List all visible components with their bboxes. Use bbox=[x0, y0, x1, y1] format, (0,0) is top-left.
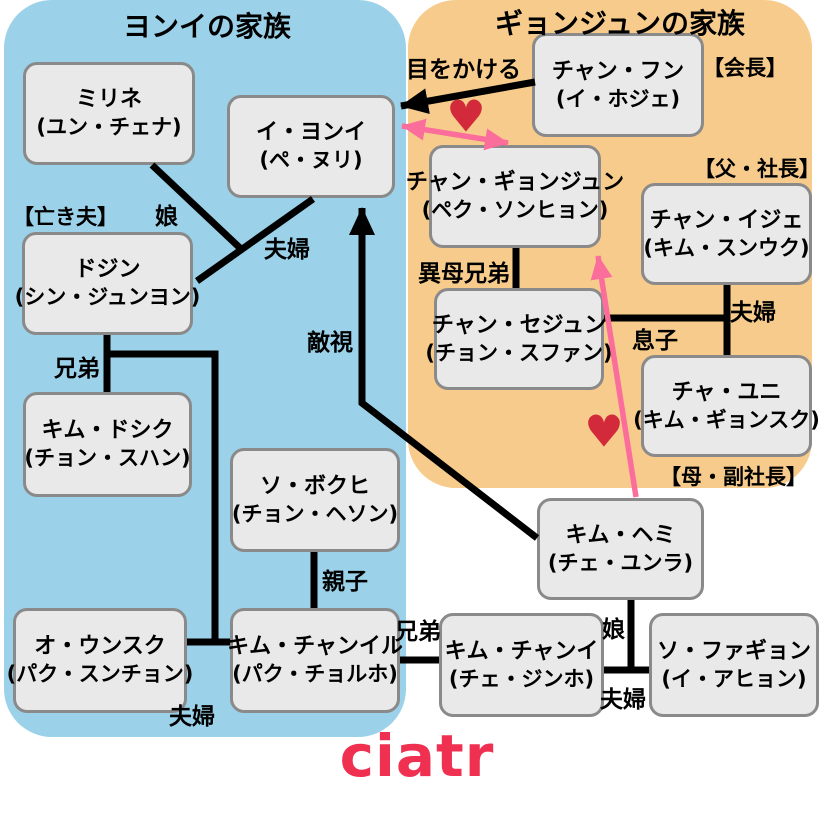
tag-deceased-husband: 【亡き夫】 bbox=[13, 205, 118, 229]
person-actor-hemi: (チェ・ユンラ) bbox=[547, 550, 694, 575]
label-daughter-mirine: 娘 bbox=[155, 204, 178, 230]
person-actor-yeoni: (ペ・ヌリ) bbox=[259, 148, 363, 173]
person-box-ije: チャン・イジェ(キム・スンウク) bbox=[641, 183, 812, 285]
label-couple-ije-yuni: 夫婦 bbox=[730, 300, 776, 326]
label-daughter-hemi: 娘 bbox=[602, 617, 625, 643]
label-brothers-changil: 兄弟 bbox=[395, 619, 441, 645]
person-actor-bokhi: (チョン・ヘソン) bbox=[231, 501, 399, 526]
family-title-yeoni: ヨンイの家族 bbox=[122, 10, 292, 43]
person-actor-dosik: (チョン・スハン) bbox=[24, 446, 191, 471]
person-actor-changi: (チェ・ジンホ) bbox=[448, 666, 595, 691]
person-name-fagyon: ソ・ファギョン bbox=[656, 638, 811, 664]
person-actor-mirine: (ユン・チェナ) bbox=[36, 115, 182, 140]
person-name-changi: キム・チャンイ bbox=[444, 638, 599, 664]
person-box-dosik: キム・ドシク(チョン・スハン) bbox=[23, 392, 192, 497]
person-name-yeoni: イ・ヨンイ bbox=[255, 120, 366, 146]
label-favor: 目をかける bbox=[406, 57, 521, 83]
label-couple-dojin-yeoni: 夫婦 bbox=[264, 237, 310, 263]
label-couple-unsuk-changil: 夫婦 bbox=[169, 704, 215, 730]
person-actor-gyeongjun: (ペク・ソンヒョン) bbox=[421, 198, 609, 223]
person-actor-yuni: (キム・ギョンスク) bbox=[633, 407, 820, 432]
person-actor-dojin: (シン・ジュンヨン) bbox=[14, 285, 201, 310]
label-parent-child: 親子 bbox=[322, 569, 368, 595]
person-box-yuni: チャ・ユニ(キム・ギョンスク) bbox=[633, 355, 820, 457]
person-actor-chan-hun: (イ・ホジェ) bbox=[555, 86, 681, 111]
person-box-gyeongjun: チャン・ギョンジュン(ペク・ソンヒョン) bbox=[406, 145, 624, 248]
person-box-changil: キム・チャンイル(パク・チョルホ) bbox=[227, 608, 403, 713]
person-box-hemi: キム・ヘミ(チェ・ユンラ) bbox=[537, 498, 704, 600]
person-name-gyeongjun: チャン・ギョンジュン bbox=[405, 170, 625, 196]
person-actor-ije: (キム・スンウク) bbox=[643, 235, 810, 260]
watermark-logo: ciatr bbox=[339, 722, 495, 790]
person-name-ije: チャン・イジェ bbox=[649, 207, 804, 233]
tag-father-president: 【父・社長】 bbox=[694, 157, 820, 181]
label-couple-changi-fagyon: 夫婦 bbox=[600, 687, 646, 713]
person-actor-changil: (パク・チョルホ) bbox=[232, 662, 398, 687]
person-name-chan-hun: チャン・フン bbox=[551, 58, 685, 84]
person-box-yeoni: イ・ヨンイ(ペ・ヌリ) bbox=[227, 95, 395, 198]
person-box-unsuk: オ・ウンスク(パク・スンチョン) bbox=[7, 608, 193, 713]
tag-chairman: 【会長】 bbox=[703, 56, 787, 80]
person-actor-unsuk: (パク・スンチョン) bbox=[6, 662, 194, 687]
tag-mother-vice-president: 【母・副社長】 bbox=[660, 465, 807, 489]
person-box-changi: キム・チャンイ(チェ・ジンホ) bbox=[439, 613, 604, 717]
person-box-bokhi: ソ・ボクヒ(チョン・ヘソン) bbox=[230, 448, 400, 552]
person-box-sejun: チャン・セジュン(チョン・スファン) bbox=[425, 288, 613, 390]
person-box-chan-hun: チャン・フン(イ・ホジェ) bbox=[532, 33, 704, 137]
person-name-dojin: ドジン bbox=[74, 257, 141, 283]
label-son: 息子 bbox=[632, 328, 678, 354]
person-name-hemi: キム・ヘミ bbox=[565, 522, 676, 548]
person-name-sejun: チャン・セジュン bbox=[431, 312, 607, 338]
person-name-changil: キム・チャンイル bbox=[227, 634, 403, 660]
person-name-bokhi: ソ・ボクヒ bbox=[259, 473, 370, 499]
label-half-brothers: 異母兄弟 bbox=[418, 261, 510, 287]
label-hostility: 敵視 bbox=[307, 330, 353, 356]
label-brothers-dojin: 兄弟 bbox=[54, 356, 100, 382]
person-name-dosik: キム・ドシク bbox=[41, 418, 174, 444]
person-actor-fagyon: (イ・アヒョン) bbox=[661, 666, 807, 691]
family-title-gyeongjun: ギョンジュンの家族 bbox=[494, 7, 746, 40]
person-name-yuni: チャ・ユニ bbox=[671, 379, 782, 405]
person-name-mirine: ミリネ bbox=[75, 87, 142, 113]
person-box-fagyon: ソ・ファギョン(イ・アヒョン) bbox=[649, 613, 819, 717]
person-box-dojin: ドジン(シン・ジュンヨン) bbox=[15, 232, 200, 335]
person-box-mirine: ミリネ(ユン・チェナ) bbox=[23, 62, 195, 165]
person-actor-sejun: (チョン・スファン) bbox=[425, 340, 613, 365]
person-name-unsuk: オ・ウンスク bbox=[34, 634, 166, 660]
